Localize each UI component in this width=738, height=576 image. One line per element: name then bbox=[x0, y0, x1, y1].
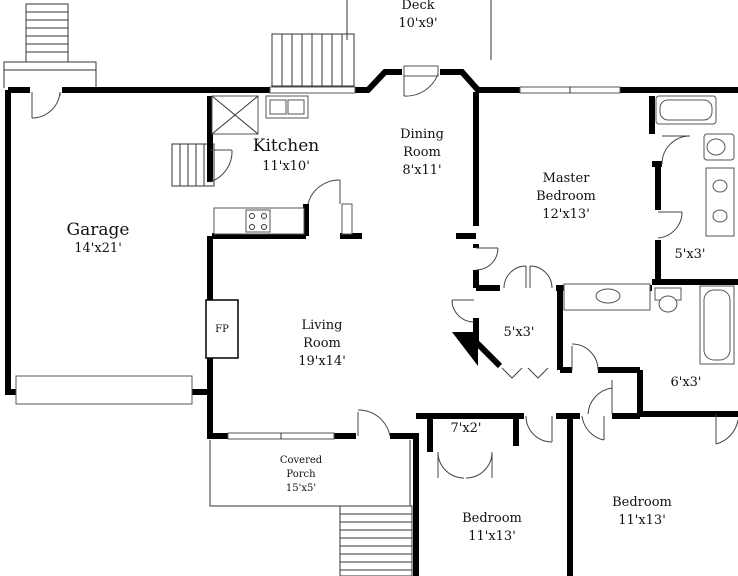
porch-size: 15'x5' bbox=[286, 483, 316, 494]
garage-name: Garage bbox=[67, 220, 130, 240]
bedroom-2-size: 11'x13' bbox=[618, 513, 666, 528]
closet-mid-size: 5'x3' bbox=[503, 325, 534, 340]
master-size: 12'x13' bbox=[542, 207, 590, 222]
room-label-hall-bath: 6'x3' bbox=[670, 375, 701, 390]
dining-size: 8'x11' bbox=[402, 163, 441, 178]
room-label-living: Living Room 19'x14' bbox=[298, 318, 346, 369]
master-name-line2: Bedroom bbox=[536, 189, 596, 204]
doors bbox=[31, 65, 738, 479]
porch-name-line1: Covered bbox=[280, 455, 323, 466]
deck-stairs-right bbox=[271, 33, 355, 87]
dining-name-line1: Dining bbox=[400, 127, 444, 142]
room-label-garage: Garage 14'x21' bbox=[67, 220, 130, 256]
living-name-line1: Living bbox=[302, 318, 343, 333]
master-bath-fixtures bbox=[655, 95, 735, 237]
garage-size: 14'x21' bbox=[74, 241, 122, 256]
hall-bath-fixtures bbox=[563, 283, 735, 365]
room-label-deck: Deck 10'x9' bbox=[398, 0, 437, 31]
fireplace bbox=[205, 299, 239, 359]
room-label-bedroom-2: Bedroom 11'x13' bbox=[612, 495, 672, 528]
master-bath-size: 5'x3' bbox=[674, 247, 705, 262]
room-label-bedroom-1: Bedroom 11'x13' bbox=[462, 511, 522, 544]
bedroom-1-size: 11'x13' bbox=[468, 529, 516, 544]
kitchen-name: Kitchen bbox=[253, 136, 319, 156]
living-name-line2: Room bbox=[303, 336, 341, 351]
bedroom-2-name: Bedroom bbox=[612, 495, 672, 510]
deck-name: Deck bbox=[401, 0, 434, 13]
bedroom-1-name: Bedroom bbox=[462, 511, 522, 526]
room-label-closet-left: 7'x2' bbox=[450, 421, 481, 436]
exterior-walls bbox=[5, 69, 738, 576]
kitchen-fixtures bbox=[211, 95, 353, 235]
garage-stairs bbox=[171, 143, 215, 187]
deck-stairs-left bbox=[25, 3, 69, 63]
windows bbox=[15, 86, 621, 440]
porch-name-line2: Porch bbox=[286, 469, 316, 480]
dining-name-line2: Room bbox=[403, 145, 441, 160]
room-label-kitchen: Kitchen 11'x10' bbox=[253, 136, 319, 174]
closet-triangle bbox=[452, 332, 478, 366]
kitchen-size: 11'x10' bbox=[262, 159, 310, 174]
room-label-dining: Dining Room 8'x11' bbox=[400, 127, 444, 178]
room-label-porch: Covered Porch 15'x5' bbox=[280, 455, 323, 494]
fireplace-label: FP bbox=[215, 324, 229, 335]
deck-size: 10'x9' bbox=[398, 16, 437, 31]
living-size: 19'x14' bbox=[298, 354, 346, 369]
porch-stairs bbox=[339, 505, 413, 576]
room-label-closet-mid: 5'x3' bbox=[503, 325, 534, 340]
room-label-master-bath: 5'x3' bbox=[674, 247, 705, 262]
master-name-line1: Master bbox=[543, 171, 591, 186]
hall-bath-size: 6'x3' bbox=[670, 375, 701, 390]
room-label-master: Master Bedroom 12'x13' bbox=[536, 171, 596, 222]
closet-left-size: 7'x2' bbox=[450, 421, 481, 436]
